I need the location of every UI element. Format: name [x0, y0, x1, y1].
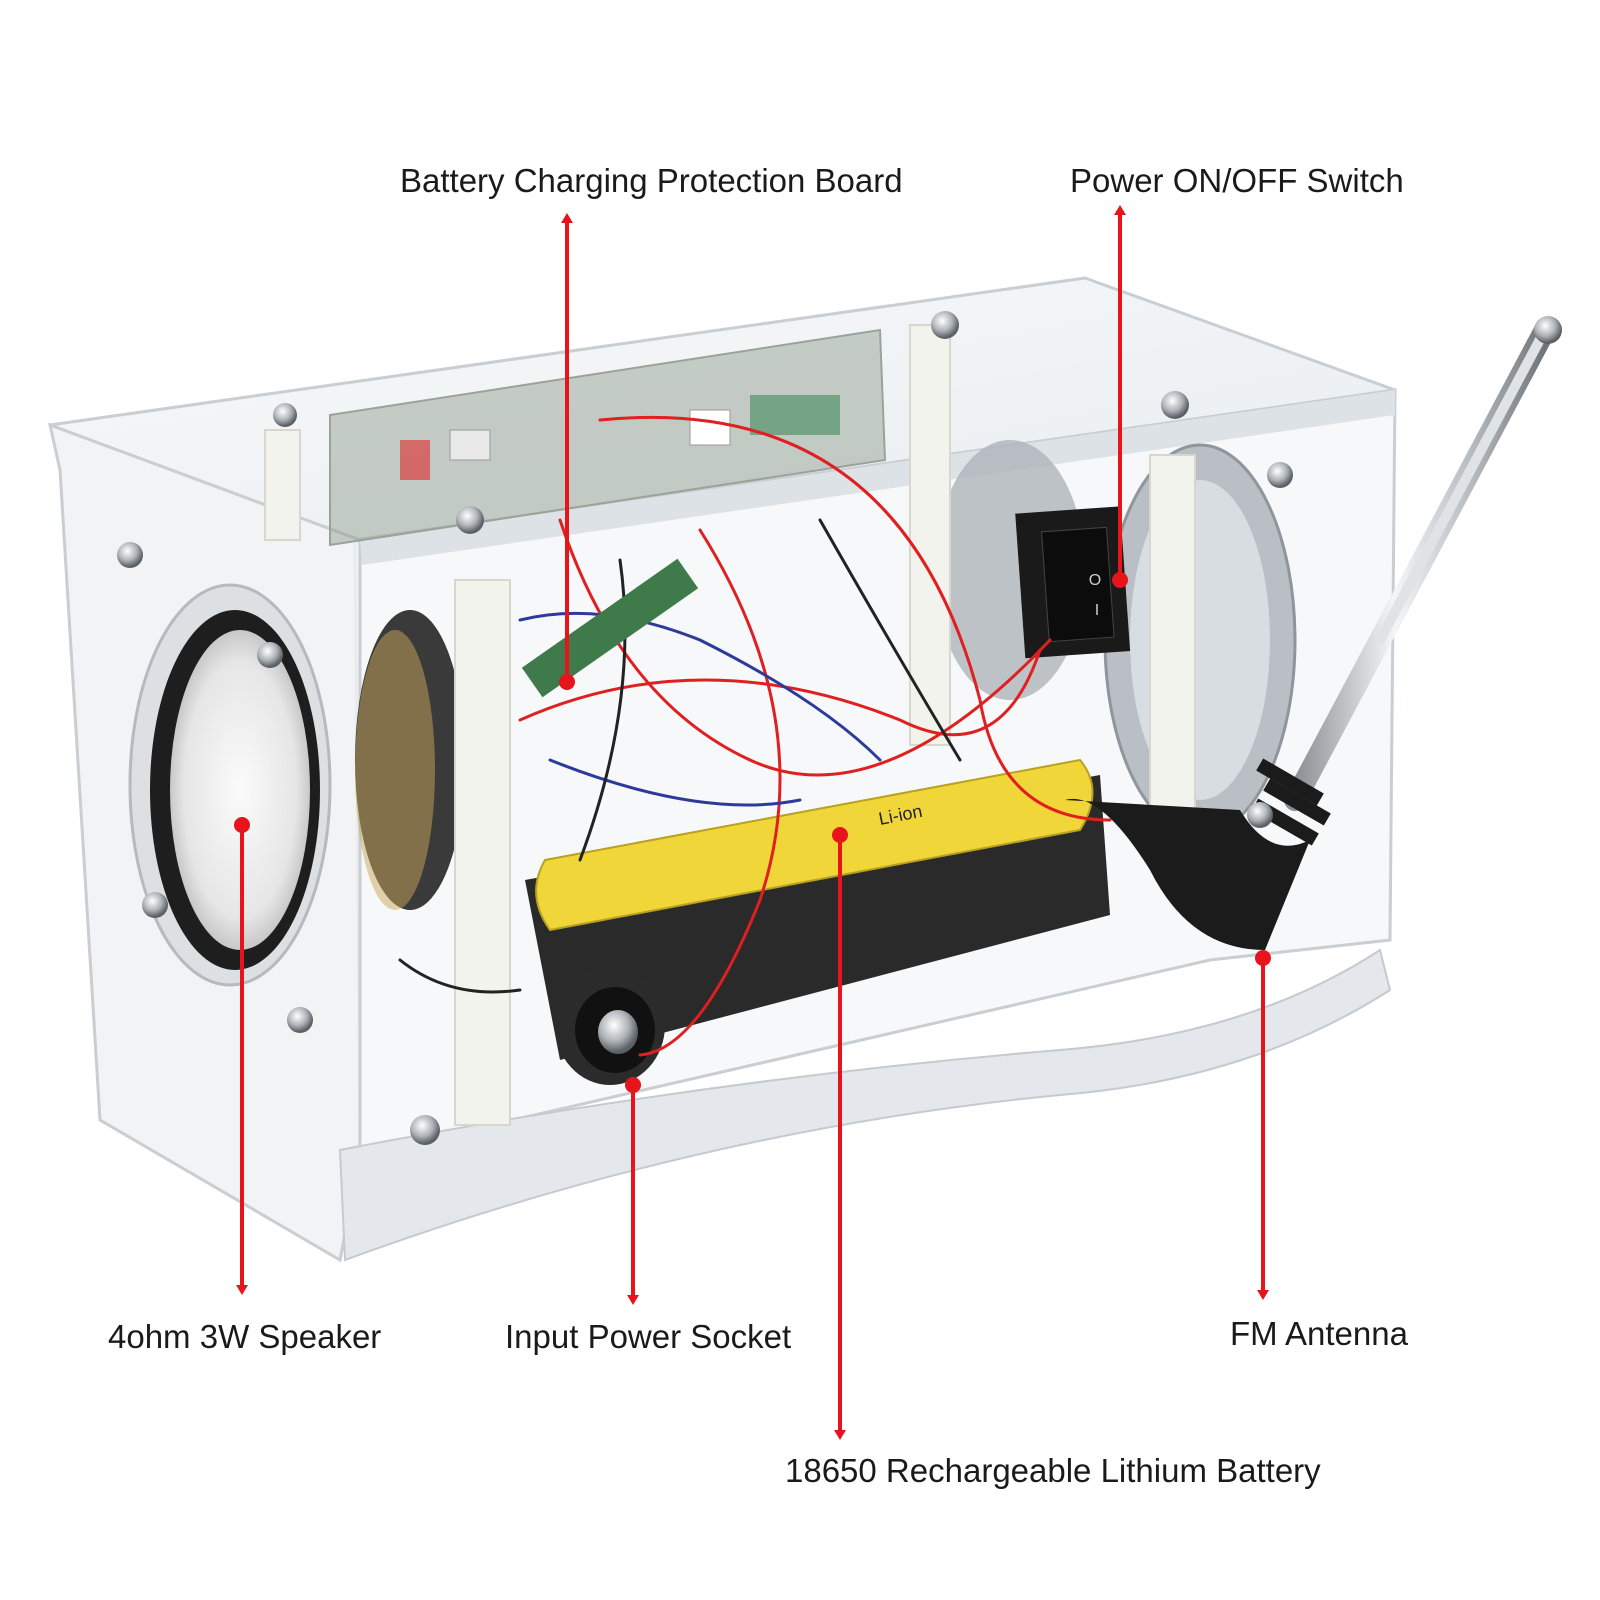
battery-assembly: Li-ion [525, 758, 1110, 1060]
label-power-switch: Power ON/OFF Switch [1070, 162, 1404, 199]
label-battery-board: Battery Charging Protection Board [400, 162, 903, 199]
fm-antenna [1065, 316, 1562, 950]
main-pcb [329, 328, 887, 547]
callout-arrows [234, 205, 1271, 1440]
label-battery: 18650 Rechargeable Lithium Battery [785, 1452, 1321, 1489]
label-input-socket: Input Power Socket [505, 1318, 792, 1355]
power-switch: O I [1015, 506, 1131, 659]
screws [117, 311, 1293, 1145]
label-fm-antenna: FM Antenna [1230, 1315, 1408, 1352]
input-power-socket [555, 965, 665, 1085]
switch-on-mark: I [1095, 602, 1099, 619]
label-speaker: 4ohm 3W Speaker [108, 1318, 382, 1355]
switch-off-mark: O [1089, 572, 1101, 589]
standoffs [264, 324, 1196, 1126]
left-speaker [128, 583, 465, 987]
